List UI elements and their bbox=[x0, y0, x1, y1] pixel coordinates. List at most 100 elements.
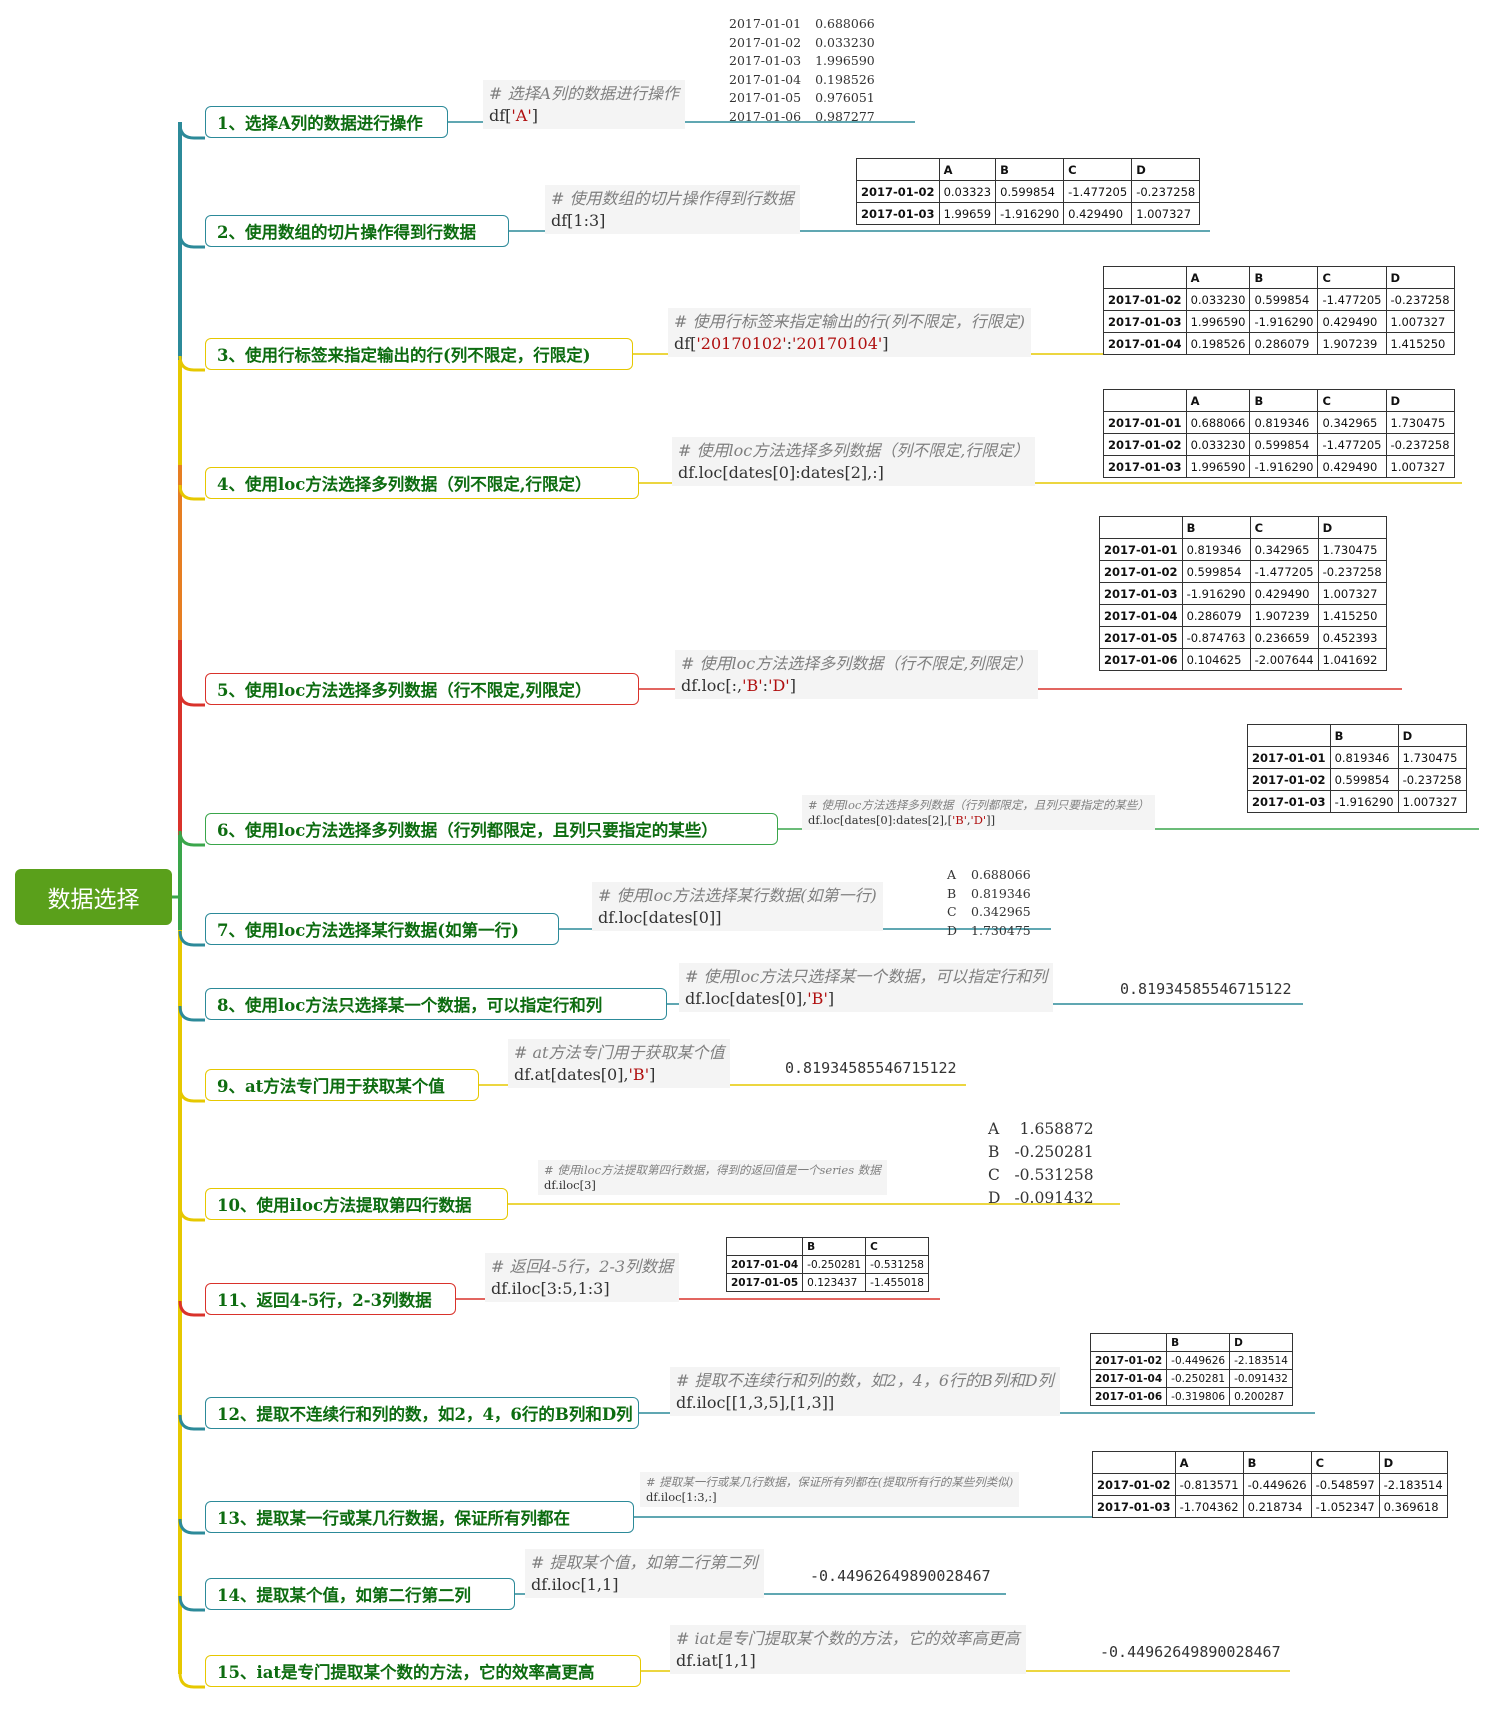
table-cell: 0.342965 bbox=[1317, 411, 1387, 434]
table-cell: -0.449626 bbox=[1242, 1473, 1312, 1496]
table-column-header bbox=[1103, 266, 1187, 289]
table-cell: 0.286079 bbox=[1249, 332, 1319, 355]
branch-node-8[interactable]: 8、使用loc方法只选择某一个数据，可以指定行和列 bbox=[205, 988, 667, 1020]
table-cell: -0.091432 bbox=[1229, 1369, 1293, 1388]
table-column-header bbox=[1089, 1333, 1168, 1352]
series-index: A bbox=[947, 867, 957, 882]
code-snippet: # 使用行标签来指定输出的行(列不限定，行限定)df['20170102':'2… bbox=[668, 308, 1031, 357]
code-line: df.loc[dates[0]:dates[2],:] bbox=[678, 463, 884, 482]
branch-node-9[interactable]: 9、at方法专门用于获取某个值 bbox=[205, 1069, 479, 1101]
table-cell: 0.819346 bbox=[1329, 746, 1399, 769]
series-value: -0.250281 bbox=[1014, 1143, 1094, 1161]
table-column-header bbox=[856, 158, 940, 181]
branch-node-3[interactable]: 3、使用行标签来指定输出的行(列不限定，行限定) bbox=[205, 338, 633, 370]
branch-node-1[interactable]: 1、选择A列的数据进行操作 bbox=[205, 106, 448, 138]
code-comment: # 使用行标签来指定输出的行(列不限定，行限定) bbox=[674, 312, 1025, 331]
table-cell: 0.236659 bbox=[1249, 626, 1319, 649]
code-line: df.at[dates[0],'B'] bbox=[514, 1065, 656, 1084]
table-cell: -0.548597 bbox=[1310, 1473, 1380, 1496]
code-line: df.iloc[[1,3,5],[1,3]] bbox=[676, 1393, 835, 1412]
table-cell: -1.455018 bbox=[865, 1273, 929, 1292]
branch-label: 3、使用行标签来指定输出的行(列不限定，行限定) bbox=[217, 346, 591, 365]
table-cell: -2.007644 bbox=[1249, 648, 1319, 671]
table-cell: -0.237258 bbox=[1397, 768, 1467, 791]
table-cell: -0.874763 bbox=[1181, 626, 1251, 649]
branch-node-12[interactable]: 12、提取不连续行和列的数，如2，4，6行的B列和D列 bbox=[205, 1397, 639, 1429]
branch-node-15[interactable]: 15、iat是专门提取某个数的方法，它的效率高更高 bbox=[205, 1655, 641, 1687]
table-cell: -0.250281 bbox=[802, 1255, 867, 1274]
table-cell: -1.916290 bbox=[1329, 790, 1399, 813]
branch-connector bbox=[178, 830, 205, 847]
branch-connector bbox=[178, 355, 205, 372]
branch-node-6[interactable]: 6、使用loc方法选择多列数据（行列都限定，且列只要指定的某些） bbox=[205, 813, 778, 845]
branch-label: 11、返回4-5行，2-3列数据 bbox=[217, 1291, 432, 1310]
table-column-header: C bbox=[1317, 266, 1387, 289]
table-row-header: 2017-01-02 bbox=[856, 180, 940, 203]
code-comment: # 使用loc方法选择多列数据（列不限定,行限定） bbox=[678, 441, 1030, 460]
table-column-header: D bbox=[1397, 724, 1467, 747]
series-value: 0.819346 bbox=[971, 885, 1031, 901]
table-row-header: 2017-01-03 bbox=[1247, 790, 1331, 813]
code-comment: # 使用loc方法选择某行数据(如第一行) bbox=[598, 886, 877, 905]
table-cell: -0.449626 bbox=[1166, 1351, 1231, 1370]
series-value: 0.976051 bbox=[815, 90, 875, 105]
table-column-header: B bbox=[1242, 1451, 1312, 1474]
branch-node-2[interactable]: 2、使用数组的切片操作得到行数据 bbox=[205, 215, 509, 247]
table-cell: 0.342965 bbox=[1249, 538, 1319, 561]
branch-node-7[interactable]: 7、使用loc方法选择某行数据(如第一行) bbox=[205, 913, 559, 945]
result-value: -0.44962649890028467 bbox=[1100, 1643, 1281, 1661]
table-cell: 1.907239 bbox=[1249, 604, 1319, 627]
series-value: 0.987277 bbox=[815, 108, 875, 124]
table-row-header: 2017-01-02 bbox=[1089, 1351, 1168, 1370]
table-row-header: 2017-01-04 bbox=[1099, 604, 1183, 627]
branch-node-10[interactable]: 10、使用iloc方法提取第四行数据 bbox=[205, 1188, 508, 1220]
table-cell: 1.907239 bbox=[1317, 332, 1387, 355]
branch-node-4[interactable]: 4、使用loc方法选择多列数据（列不限定,行限定） bbox=[205, 467, 639, 499]
table-row-header: 2017-01-03 bbox=[1103, 455, 1187, 478]
table-cell: 0.429490 bbox=[1249, 582, 1319, 605]
code-line: df.iloc[3] bbox=[544, 1178, 596, 1192]
table-row-header: 2017-01-06 bbox=[1099, 648, 1183, 671]
series-index: C bbox=[947, 904, 957, 919]
table-row-header: 2017-01-05 bbox=[1099, 626, 1183, 649]
branch-label: 10、使用iloc方法提取第四行数据 bbox=[217, 1196, 472, 1215]
series-value: 1.730475 bbox=[971, 922, 1031, 938]
table-cell: -0.813571 bbox=[1174, 1473, 1244, 1496]
branch-node-11[interactable]: 11、返回4-5行，2-3列数据 bbox=[205, 1283, 456, 1315]
branch-node-14[interactable]: 14、提取某个值，如第二行第二列 bbox=[205, 1578, 515, 1610]
root-node[interactable]: 数据选择 bbox=[15, 869, 172, 925]
table-column-header: D bbox=[1131, 158, 1201, 181]
branch-node-13[interactable]: 13、提取某一行或某几行数据，保证所有列都在 bbox=[205, 1501, 634, 1533]
series-value: 0.198526 bbox=[815, 71, 875, 87]
root-label: 数据选择 bbox=[47, 887, 140, 913]
table-cell: -2.183514 bbox=[1378, 1473, 1448, 1496]
branch-node-5[interactable]: 5、使用loc方法选择多列数据（行不限定,列限定） bbox=[205, 673, 639, 705]
code-line: df['A'] bbox=[489, 106, 539, 125]
table-cell: 0.218734 bbox=[1242, 1495, 1312, 1518]
table-row-header: 2017-01-01 bbox=[1247, 746, 1331, 769]
table-cell: 1.007327 bbox=[1131, 202, 1201, 225]
series-index: 2017-01-04 bbox=[729, 71, 802, 87]
code-comment: # 使用loc方法选择多列数据（行列都限定，且列只要指定的某些） bbox=[808, 798, 1149, 812]
table-cell: 1.415250 bbox=[1385, 332, 1455, 355]
table-cell: 1.996590 bbox=[1185, 310, 1251, 333]
